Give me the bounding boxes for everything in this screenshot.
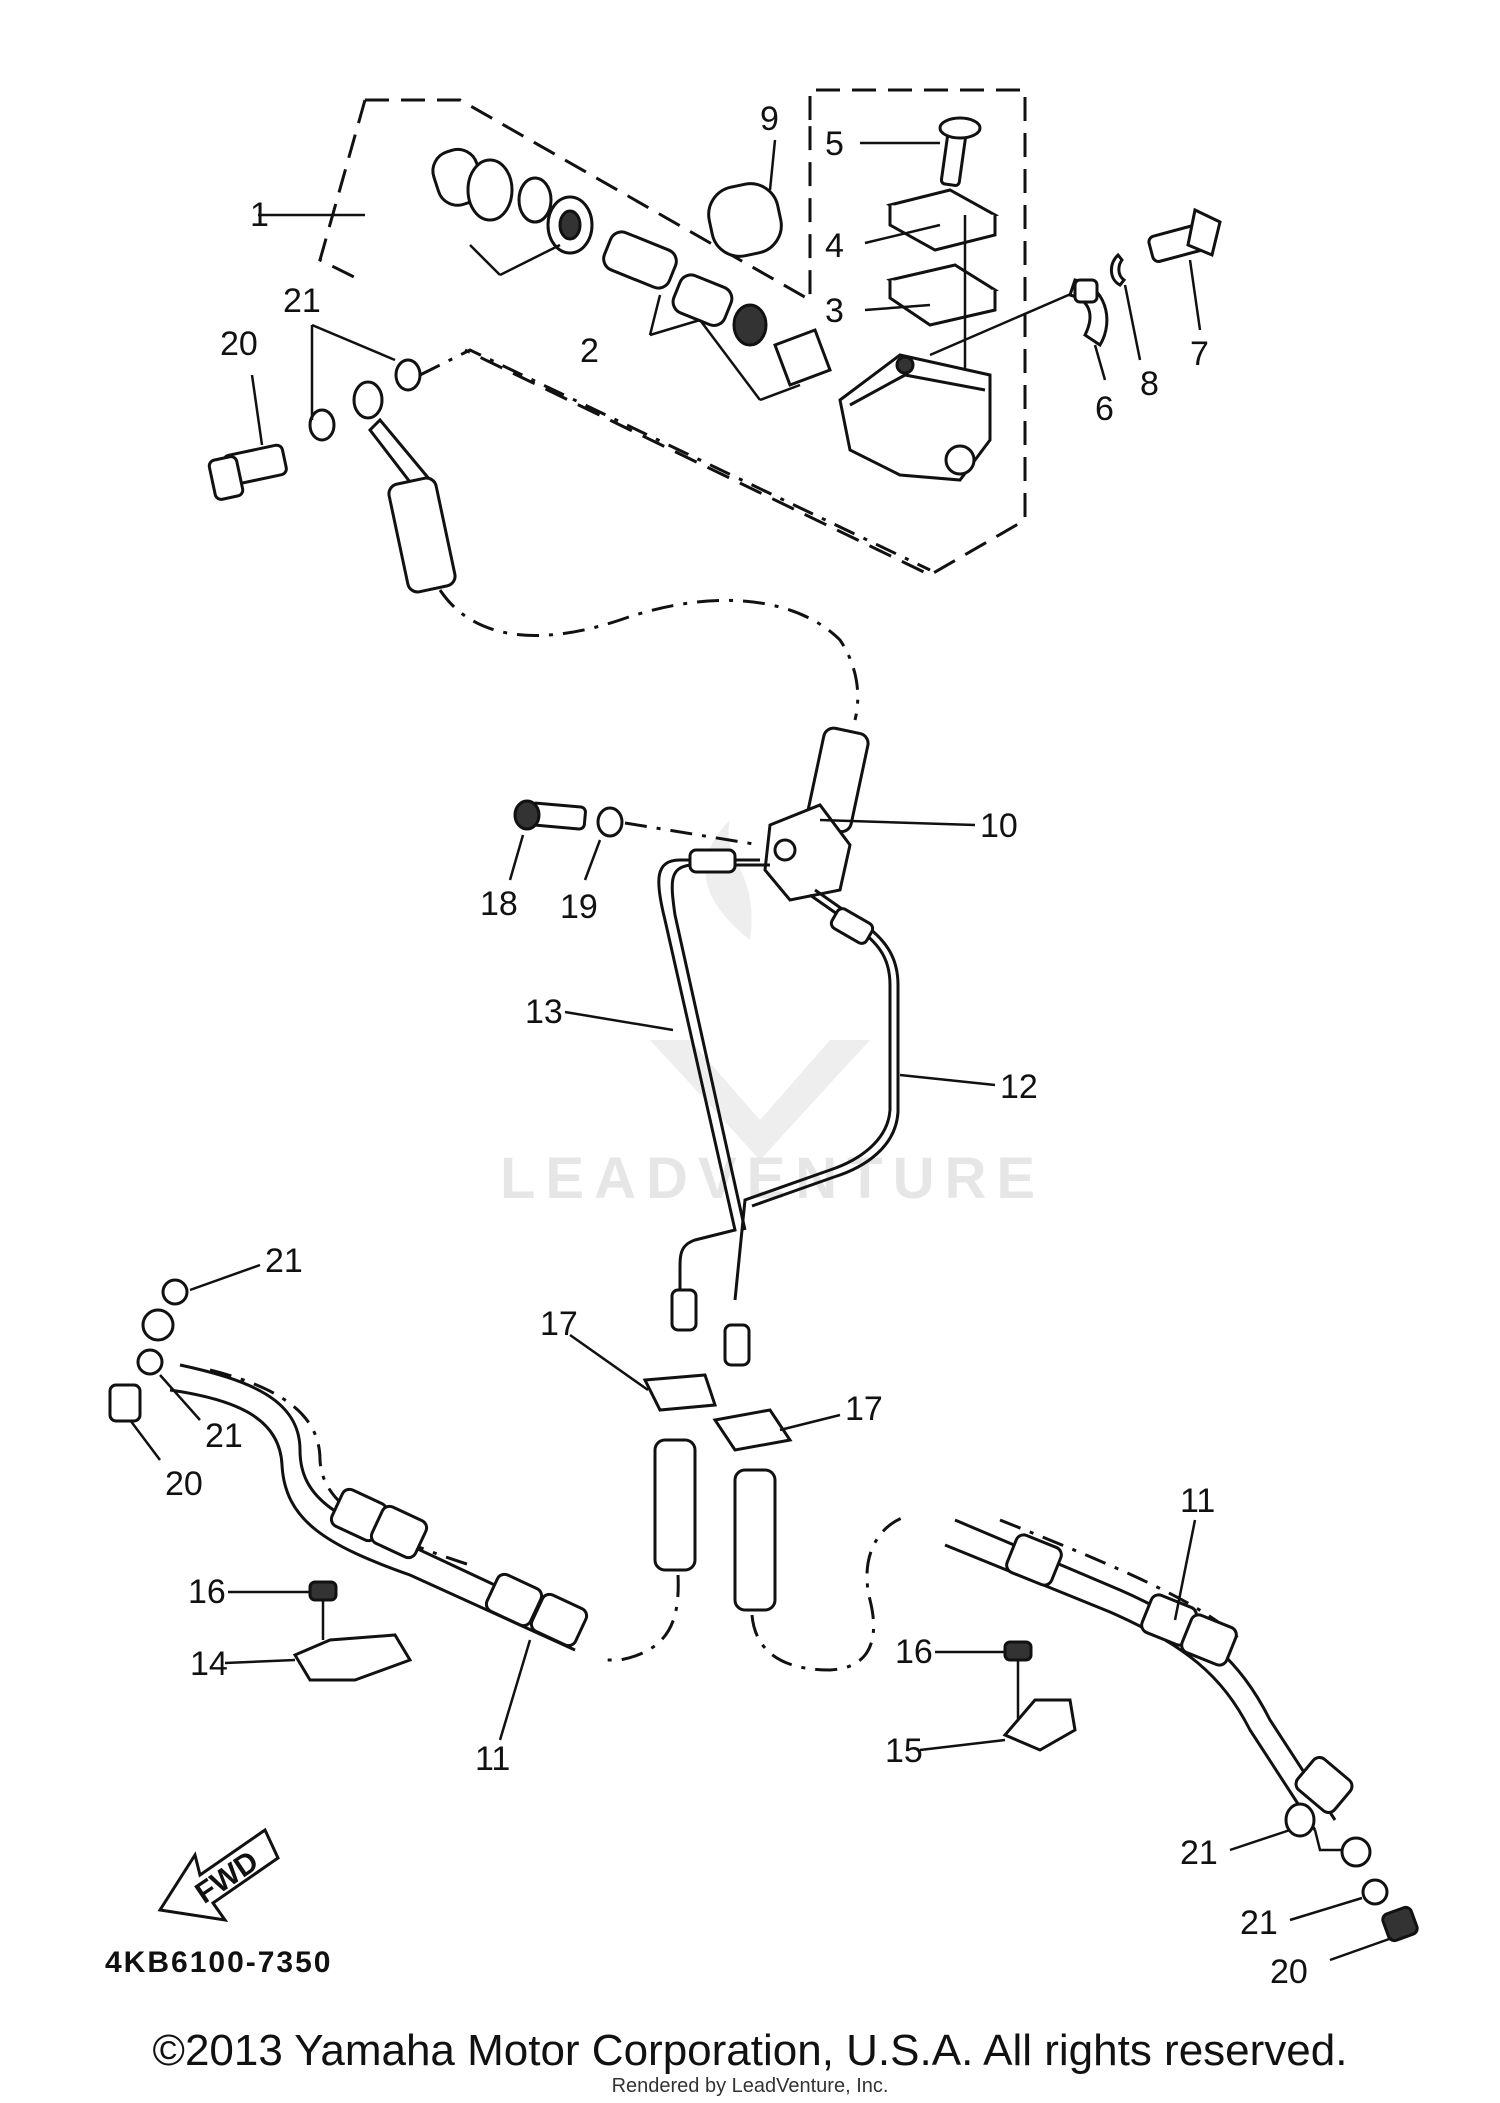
pipe-clips bbox=[569, 1333, 841, 1452]
callout-19: 19 bbox=[560, 888, 598, 926]
master-cylinder-body bbox=[838, 288, 1081, 482]
callout-21-left-b: 21 bbox=[205, 1417, 243, 1455]
callout-16-left: 16 bbox=[188, 1573, 226, 1611]
fwd-arrow: FWD bbox=[157, 1827, 280, 1923]
callout-7: 7 bbox=[1190, 335, 1209, 373]
holder-bolt-group bbox=[1068, 207, 1222, 381]
callout-11-left: 11 bbox=[475, 1740, 510, 1778]
union-bolt bbox=[508, 799, 761, 881]
diagram-code: 4KB6100-7350 bbox=[105, 1946, 332, 1979]
right-banjo-fittings bbox=[1229, 1802, 1419, 1962]
callout-12: 12 bbox=[1000, 1068, 1038, 1106]
callout-2: 2 bbox=[580, 332, 599, 370]
copyright-notice: ©2013 Yamaha Motor Corporation, U.S.A. A… bbox=[152, 2026, 1348, 2075]
left-banjo-fittings bbox=[108, 1263, 261, 1461]
center-hose-ends bbox=[600, 1438, 911, 1672]
right-bracket bbox=[919, 1640, 1077, 1752]
callout-5: 5 bbox=[825, 125, 844, 163]
upper-brake-hose bbox=[438, 589, 860, 721]
dust-boot bbox=[707, 139, 783, 258]
rendered-by-credit: Rendered by LeadVenture, Inc. bbox=[611, 2075, 889, 2097]
callout-16-right: 16 bbox=[895, 1633, 933, 1671]
master-cylinder-group bbox=[258, 88, 1027, 577]
callout-1: 1 bbox=[250, 196, 269, 234]
brake-joint bbox=[763, 726, 976, 902]
callout-13: 13 bbox=[525, 993, 563, 1031]
left-bracket bbox=[224, 1580, 413, 1682]
callout-labels: 1 2 3 4 5 6 7 8 9 10 11 11 11 12 13 14 1… bbox=[165, 100, 1308, 1991]
callout-20-top: 20 bbox=[220, 325, 258, 363]
callout-21-top: 21 bbox=[283, 282, 321, 320]
callout-6: 6 bbox=[1095, 390, 1114, 428]
callout-21-left-a: 21 bbox=[265, 1242, 303, 1280]
callout-8: 8 bbox=[1140, 365, 1159, 403]
left-brake-hose bbox=[169, 1363, 589, 1741]
callout-4: 4 bbox=[825, 227, 844, 265]
brake-pipes bbox=[564, 848, 996, 1367]
callout-21-right-b: 21 bbox=[1240, 1904, 1278, 1942]
callout-18: 18 bbox=[480, 885, 518, 923]
callout-20-left: 20 bbox=[165, 1465, 203, 1503]
callout-9: 9 bbox=[760, 100, 779, 138]
callout-14: 14 bbox=[190, 1645, 228, 1683]
reservoir-cap-parts bbox=[860, 116, 1000, 400]
top-banjo-fittings bbox=[207, 323, 931, 594]
callout-11-right: 11 bbox=[1180, 1482, 1215, 1520]
callout-17-right: 17 bbox=[845, 1390, 883, 1428]
callout-17-left: 17 bbox=[540, 1305, 578, 1343]
piston-kit bbox=[431, 147, 832, 402]
callout-15: 15 bbox=[885, 1732, 923, 1770]
watermark-text: LEADVENTURE bbox=[500, 1146, 1045, 1211]
callout-3: 3 bbox=[825, 292, 844, 330]
right-brake-hose bbox=[944, 1518, 1354, 1831]
callout-10: 10 bbox=[980, 807, 1018, 845]
callout-20-right: 20 bbox=[1270, 1953, 1308, 1991]
callout-21-right-a: 21 bbox=[1180, 1834, 1218, 1872]
